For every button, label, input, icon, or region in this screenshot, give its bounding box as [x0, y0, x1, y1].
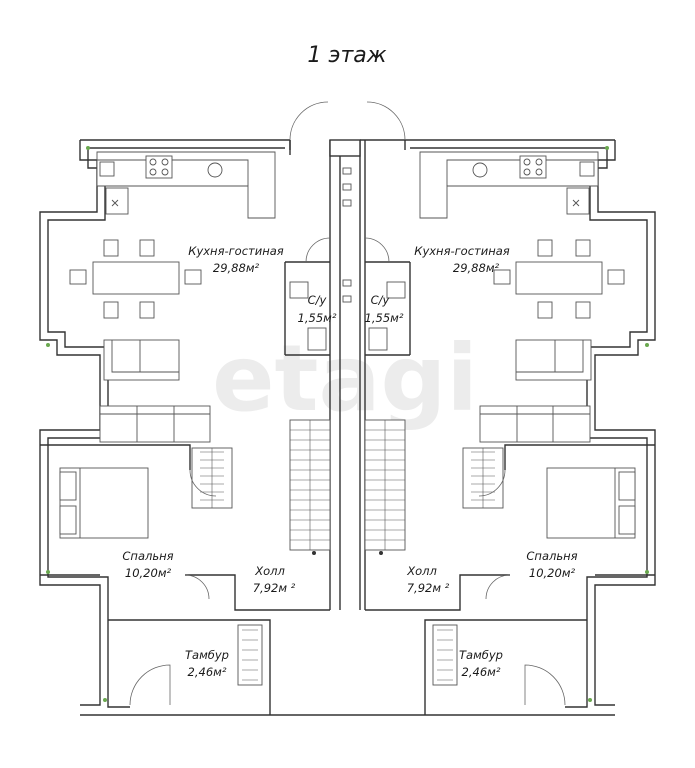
left-kitchen-counter — [96, 151, 276, 219]
left-outer-wall — [39, 139, 360, 716]
watermark: etagi — [212, 325, 478, 432]
left-bed — [59, 467, 149, 539]
left-unit — [39, 101, 361, 716]
right-staircase — [364, 419, 406, 555]
plan-title: 1 этаж — [307, 43, 386, 68]
right-vestibule-area: 2,46м² — [462, 665, 501, 679]
right-sofa-1 — [515, 339, 592, 381]
right-bed — [546, 467, 636, 539]
center-vent-blocks — [342, 167, 352, 303]
right-sink — [472, 162, 488, 178]
left-vestibule-closet — [237, 624, 263, 686]
right-bedroom-label: Спальня — [526, 549, 577, 563]
right-kitchen-counter — [419, 151, 599, 219]
left-wardrobe — [191, 447, 233, 509]
right-unit — [360, 101, 656, 716]
right-outer-wall — [360, 139, 656, 716]
left-bath-area: 1,55м² — [298, 311, 337, 325]
left-staircase — [289, 419, 331, 555]
right-stove — [519, 155, 547, 179]
right-vestibule-door — [524, 664, 566, 706]
right-hall-label: Холл — [406, 564, 437, 578]
left-vestibule-door — [129, 664, 171, 706]
left-bedroom-label: Спальня — [122, 549, 173, 563]
left-kitchen-area: 29,88м² — [213, 261, 260, 275]
right-kitchen-label: Кухня-гостиная — [414, 244, 510, 258]
right-bath-label: С/у — [371, 293, 390, 307]
left-entry-door-swing — [289, 101, 329, 141]
right-bedroom-area: 10,20м² — [529, 566, 576, 580]
right-vestibule-closet — [432, 624, 458, 686]
right-sofa-2 — [479, 405, 591, 443]
left-bathroom — [284, 237, 331, 356]
left-vestibule-area: 2,46м² — [188, 665, 227, 679]
left-dining-set — [69, 239, 202, 319]
right-bath-area: 1,55м² — [365, 311, 404, 325]
right-entry-door-swing — [366, 101, 406, 141]
right-wardrobe — [462, 447, 504, 509]
left-hall-area: 7,92м ² — [253, 581, 296, 595]
left-vestibule-label: Тамбур — [185, 648, 229, 662]
right-hall-area: 7,92м ² — [407, 581, 450, 595]
left-sofa-2 — [99, 405, 211, 443]
left-stove — [145, 155, 173, 179]
right-kitchen-area: 29,88м² — [453, 261, 500, 275]
left-bath-label: С/у — [308, 293, 327, 307]
left-hall-label: Холл — [254, 564, 285, 578]
right-vestibule-label: Тамбур — [459, 648, 503, 662]
right-bathroom — [364, 237, 411, 356]
left-bedroom-area: 10,20м² — [125, 566, 172, 580]
left-sofa-1 — [103, 339, 180, 381]
left-kitchen-label: Кухня-гостиная — [188, 244, 284, 258]
right-dining-set — [493, 239, 625, 319]
left-sink — [207, 162, 223, 178]
